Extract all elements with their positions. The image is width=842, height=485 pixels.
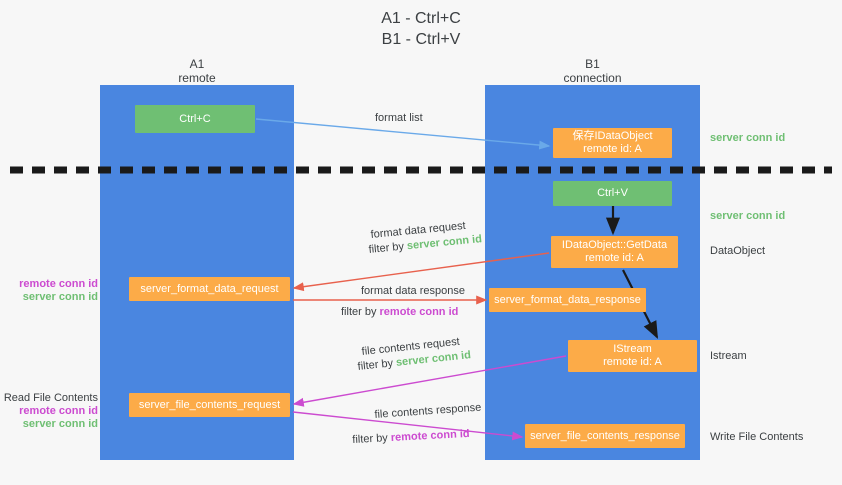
filter-prefix-4: filter by — [352, 431, 392, 446]
filter-value-remote-conn-id-1: remote conn id — [379, 306, 459, 318]
node-save-idataobject-label: 保存IDataObject — [572, 130, 653, 142]
node-idataobject-getdata-sublabel: remote id: A — [585, 252, 644, 264]
lane-header-b1: B1 connection — [485, 57, 700, 85]
node-server-file-contents-request[interactable]: server_file_contents_request — [129, 393, 290, 417]
edge-label-format-data-response: format data response — [361, 285, 465, 297]
node-server-format-data-response[interactable]: server_format_data_response — [489, 288, 646, 312]
node-idataobject-getdata-label: IDataObject::GetData — [561, 239, 668, 251]
left-label-read-file-contents: Read File Contents — [3, 392, 98, 404]
edge-label-format-list: format list — [375, 112, 423, 124]
title-line-1: A1 - Ctrl+C — [381, 10, 461, 27]
node-server-file-contents-response[interactable]: server_file_contents_response — [525, 424, 685, 448]
edge-label-file-contents-response-filter: filter by remote conn id — [352, 427, 470, 447]
node-ctrl-v[interactable]: Ctrl+V — [553, 181, 672, 206]
side-label-dataobject: DataObject — [710, 245, 766, 257]
left-label-remote-conn-id-1: remote conn id — [19, 278, 98, 290]
edge-label-format-data-response-filter: filter by remote conn id — [341, 305, 458, 319]
lane-a1-sub: remote — [178, 71, 216, 85]
side-label-server-conn-id-mid: server conn id — [710, 210, 786, 222]
node-server-file-contents-response-label: server_file_contents_response — [530, 429, 680, 442]
node-istream-sublabel: remote id: A — [603, 356, 662, 368]
node-ctrl-c[interactable]: Ctrl+C — [135, 105, 255, 133]
left-label-server-conn-id-1: server conn id — [22, 291, 98, 303]
lane-a1-name: A1 — [189, 57, 205, 71]
node-ctrl-c-label: Ctrl+C — [179, 112, 211, 125]
left-label-remote-conn-id-2: remote conn id — [19, 405, 98, 417]
node-ctrl-v-label: Ctrl+V — [597, 187, 628, 199]
left-label-server-conn-id-2: server conn id — [22, 418, 98, 430]
left-label-read-file-contents-group: Read File Contents remote conn id server… — [0, 392, 98, 431]
node-server-format-data-response-label: server_format_data_response — [494, 293, 641, 306]
node-save-idataobject-sublabel: remote id: A — [583, 143, 642, 155]
node-save-idataobject[interactable]: 保存IDataObject remote id: A — [553, 128, 672, 158]
filter-prefix-1: filter by — [368, 240, 408, 256]
left-label-conn-ids-middle: remote conn id server conn id — [0, 278, 98, 304]
node-server-format-data-request[interactable]: server_format_data_request — [129, 277, 290, 301]
lane-header-a1: A1 remote — [100, 57, 294, 85]
filter-prefix-2: filter by — [341, 306, 380, 318]
lane-b1-name: B1 — [585, 57, 600, 71]
node-idataobject-getdata[interactable]: IDataObject::GetData remote id: A — [551, 236, 678, 268]
filter-value-remote-conn-id-2: remote conn id — [390, 427, 470, 444]
side-label-istream: Istream — [710, 350, 747, 362]
lane-b1-sub: connection — [563, 71, 622, 85]
side-label-server-conn-id-top: server conn id — [710, 132, 786, 144]
edge-label-file-contents-response: file contents response — [374, 401, 482, 421]
node-server-file-contents-request-label: server_file_contents_request — [138, 398, 281, 411]
side-label-write-file-contents: Write File Contents — [710, 431, 804, 443]
filter-prefix-3: filter by — [357, 356, 397, 373]
node-server-format-data-request-label: server_format_data_request — [140, 282, 279, 295]
page-title: A1 - Ctrl+C B1 - Ctrl+V — [0, 8, 842, 50]
title-line-2: B1 - Ctrl+V — [381, 31, 461, 48]
node-istream[interactable]: IStream remote id: A — [568, 340, 697, 372]
node-istream-label: IStream — [613, 343, 652, 355]
